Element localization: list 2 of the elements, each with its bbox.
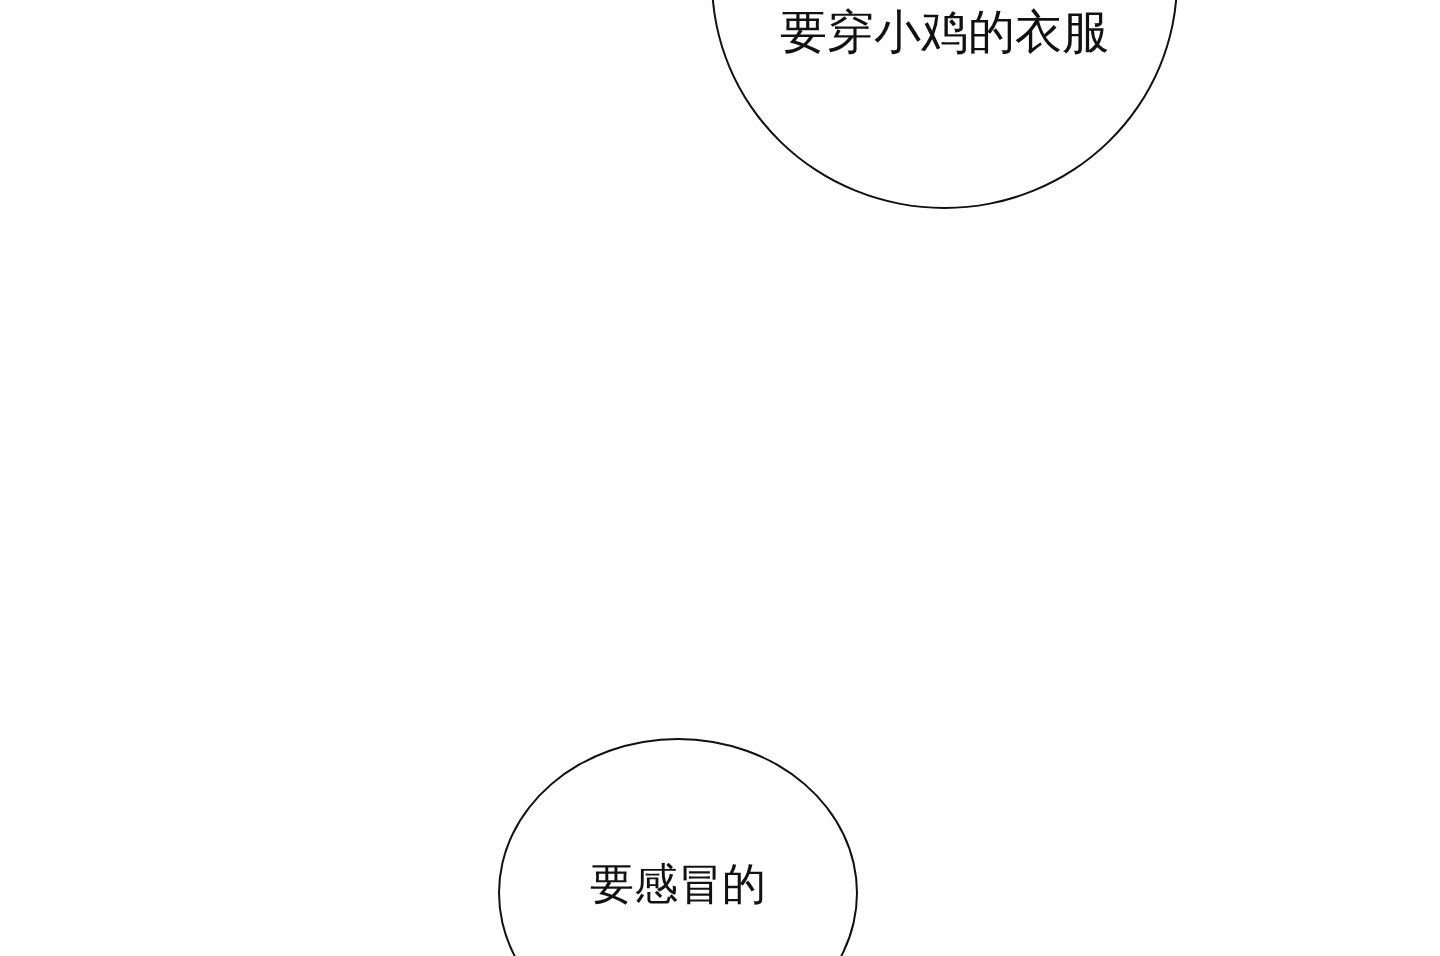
speech-text: 要感冒的: [590, 858, 766, 911]
speech-text: 要穿小鸡的衣服: [780, 4, 1109, 61]
